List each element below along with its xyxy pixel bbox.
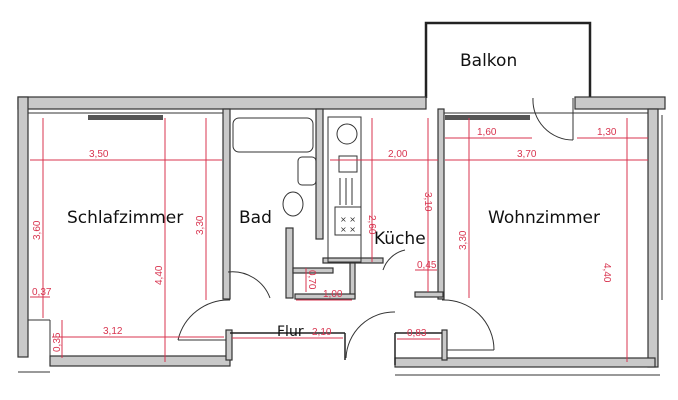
room-label-balkon: Balkon — [460, 51, 517, 71]
dim-schlaf-offset: 0,37 — [32, 287, 52, 298]
dim-flur-width: 2,10 — [312, 327, 332, 338]
room-label-flur: Flur — [277, 324, 304, 340]
dim-schlaf-width-top: 3,50 — [89, 149, 109, 160]
toilet — [282, 191, 304, 217]
dim-schlaf-nook: 0,35 — [52, 332, 63, 352]
dim-kueche-height-right: 3,10 — [422, 192, 433, 212]
dim-flur-right: 0,83 — [407, 328, 427, 339]
dim-schlaf-height-right: 3,30 — [195, 215, 206, 235]
svg-text:× ×: × × — [340, 215, 356, 224]
dim-schlaf-height-left: 3,60 — [32, 220, 43, 240]
dim-schlaf-width-bottom: 3,12 — [103, 326, 123, 337]
room-label-bad: Bad — [239, 208, 272, 228]
doors — [177, 97, 574, 359]
room-label-wohnzimmer: Wohnzimmer — [488, 208, 600, 228]
dim-wohn-width: 3,70 — [517, 149, 537, 160]
bathroom-fixtures — [232, 117, 317, 217]
room-labels: Balkon Schlafzimmer Bad Küche Wohnzimmer… — [67, 51, 600, 340]
dim-wohn-height-right: 4,40 — [601, 263, 612, 283]
dimension-labels: 3,50 3,60 4,40 3,30 0,37 3,12 0,35 2,00 … — [32, 127, 617, 352]
dim-wohn-right-segment: 1,30 — [597, 127, 617, 138]
kitchen-sink — [336, 123, 358, 145]
sink — [297, 156, 317, 186]
dimension-lines — [30, 118, 648, 362]
balcony — [424, 21, 592, 98]
dim-wohn-left-segment: 1,60 — [477, 127, 497, 138]
room-label-schlafzimmer: Schlafzimmer — [67, 208, 183, 228]
dim-kueche-width: 2,00 — [388, 149, 408, 160]
kitchen-fixtures: × × × × — [327, 116, 362, 263]
interior-walls — [28, 108, 663, 365]
room-label-kueche: Küche — [374, 229, 426, 249]
bathtub — [232, 117, 314, 153]
dim-flur-nook-width: 1,00 — [323, 289, 343, 300]
dim-kueche-height-left: 2,60 — [366, 215, 377, 235]
stove — [334, 206, 362, 236]
dim-kueche-small: 0,45 — [417, 260, 437, 271]
dim-wohn-height-left: 3,30 — [458, 230, 469, 250]
dim-flur-nook-height: 0,70 — [306, 270, 317, 290]
svg-text:× ×: × × — [340, 225, 356, 234]
dim-schlaf-height-center: 4,40 — [154, 265, 165, 285]
